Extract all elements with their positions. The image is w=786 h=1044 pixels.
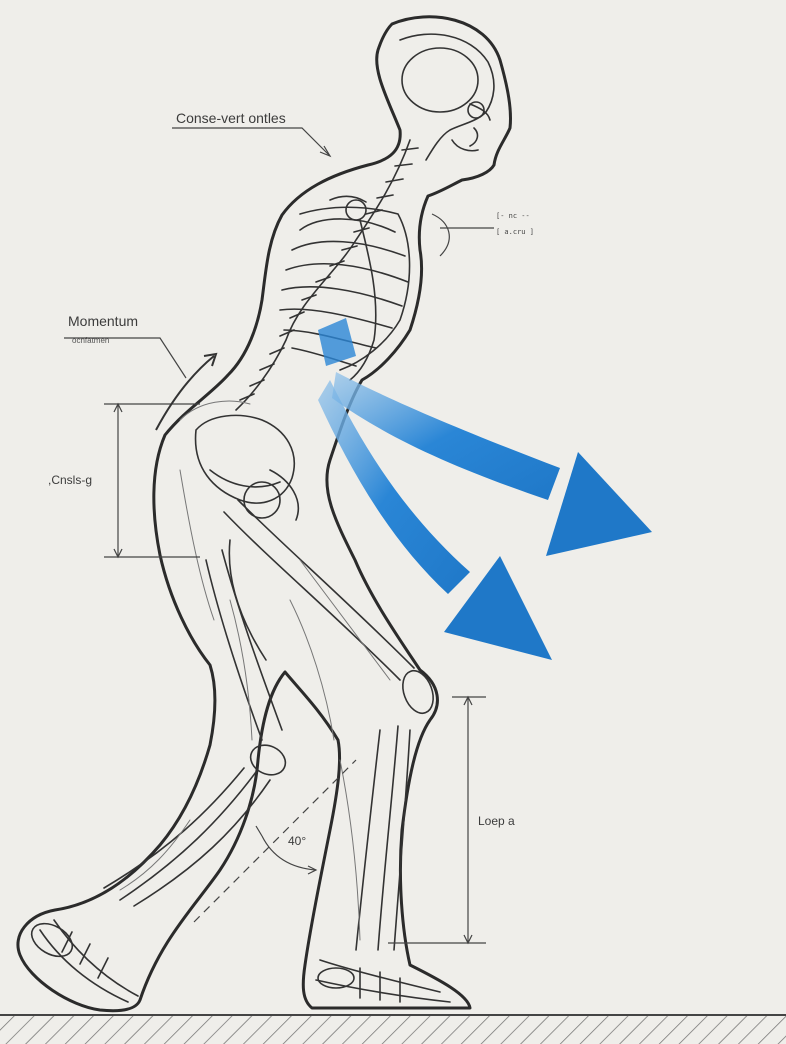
bracket-label-line1: [- nc -- (496, 212, 530, 220)
bracket-label-line2: [ a.cru ] (496, 228, 534, 236)
momentum-sublabel: ocnfatmen (72, 336, 109, 345)
blue-force-arrows-icon (318, 318, 652, 660)
ground (0, 1015, 786, 1044)
momentum-label: Momentum (68, 313, 138, 329)
side-dimension-label: ,Cnsls-g (48, 473, 92, 487)
top-label: Conse-vert ontles (176, 110, 286, 126)
skeleton (26, 34, 494, 1002)
body-outline (18, 17, 511, 1011)
angle-label: 40° (288, 834, 306, 848)
momentum-arrow-icon (156, 354, 216, 430)
lower-dimension-label: Loep a (478, 814, 515, 828)
